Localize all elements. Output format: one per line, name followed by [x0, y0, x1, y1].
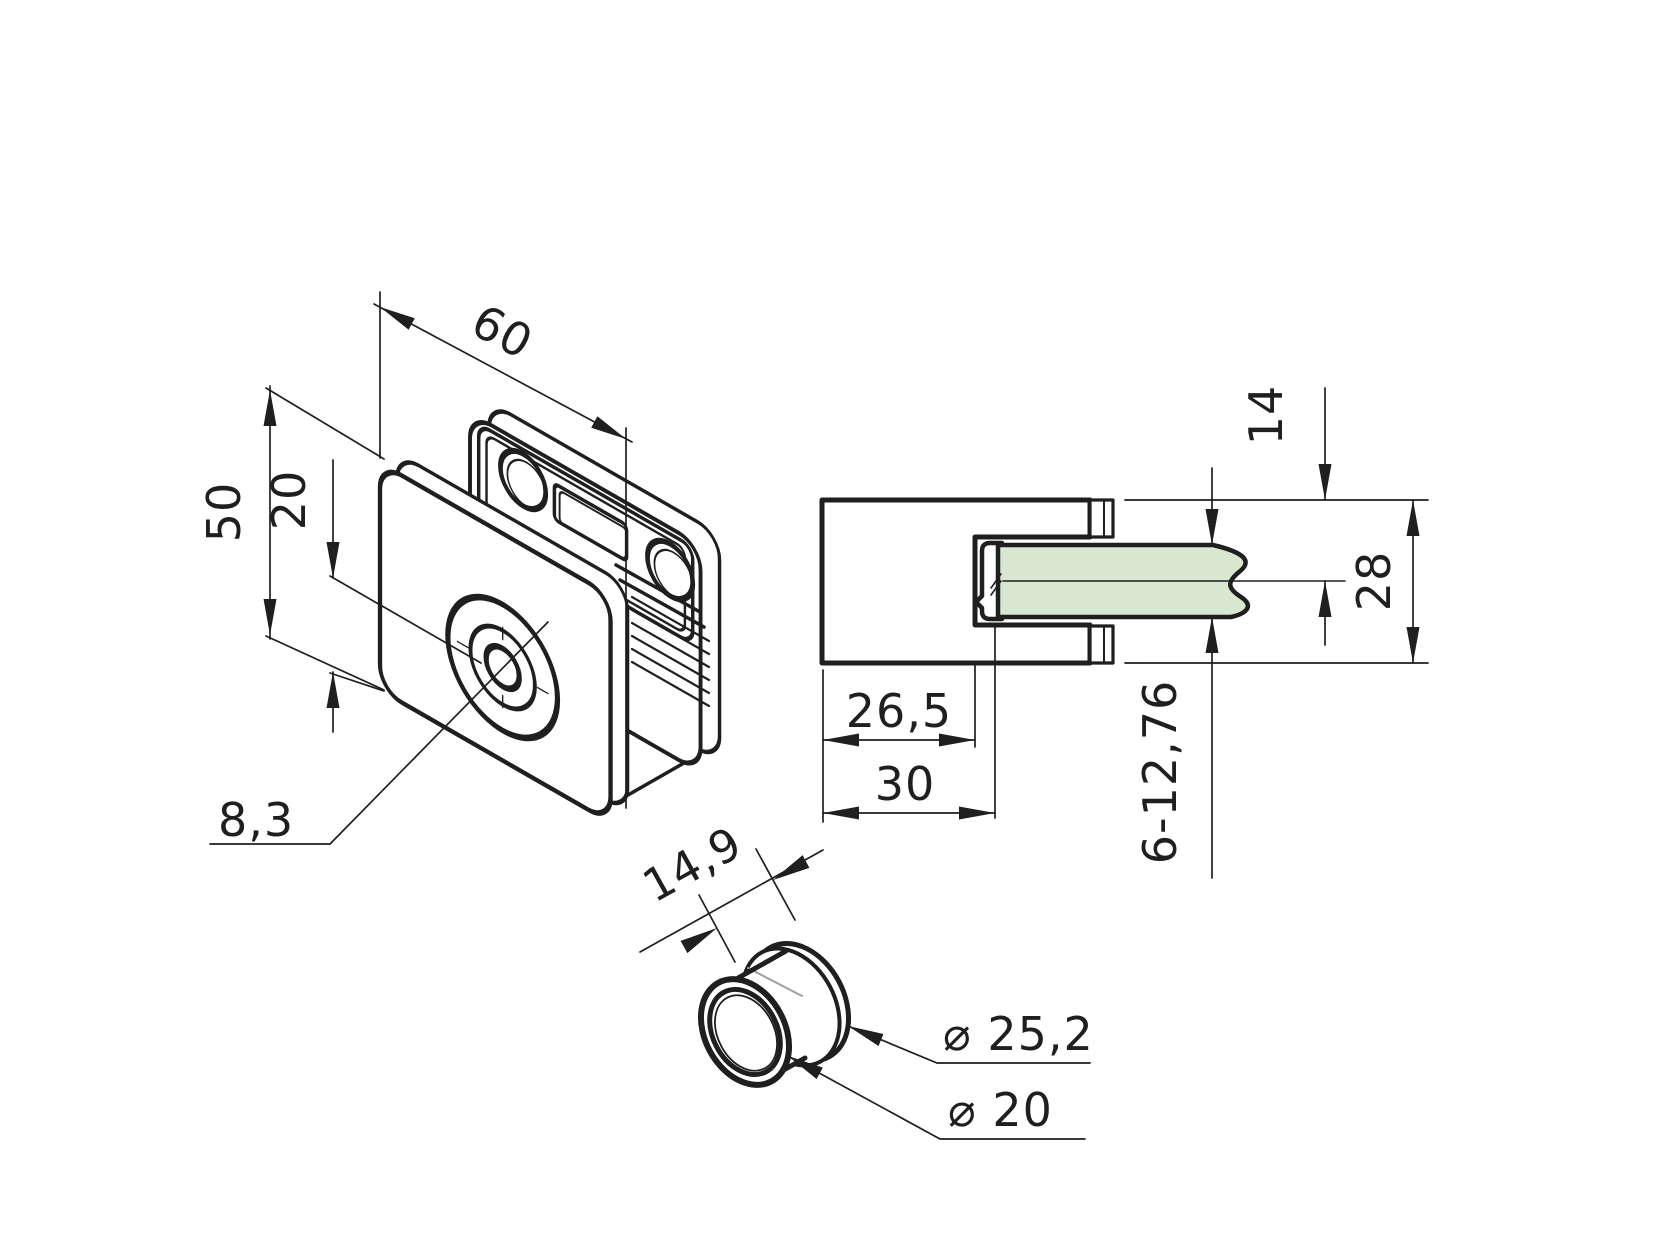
dim-body-height-label: 28	[1347, 551, 1401, 612]
dim-body-depth-label: 30	[875, 757, 936, 811]
dim-bushing-length-label: 14,9	[634, 816, 751, 913]
bushing-detail-view	[697, 940, 852, 1088]
dim-body-depth-30: 30	[822, 626, 996, 820]
dim-pocket-depth-26-5: 26,5	[822, 662, 976, 823]
glass-centerline	[990, 573, 1346, 596]
dim-height-50: 50	[197, 385, 385, 691]
dim-body-height-28: 28	[1124, 499, 1429, 664]
dim-bore-label: 8,3	[218, 793, 294, 847]
dim-glass-thickness-label: 6-12,76	[1133, 680, 1187, 865]
dim-bushing-bore-dia: ⌀ 20	[787, 1055, 1086, 1140]
gasket-pad-top	[1088, 498, 1115, 539]
dim-bushing-outer-dia-label: ⌀ 25,2	[943, 1007, 1094, 1061]
dimension-layer: 60 50 20 8,3	[197, 291, 1429, 1140]
gap-bottom-seam	[626, 761, 686, 797]
front-plate	[377, 460, 630, 816]
serrated-gap	[614, 563, 711, 797]
dim-height-label: 50	[197, 482, 251, 543]
glass-gasket-channel	[973, 540, 1005, 622]
dim-bore-8-3: 8,3	[209, 621, 549, 847]
bushing-bore	[707, 987, 783, 1077]
grip-ribs	[630, 595, 711, 708]
dim-hole-offset-20: 20	[262, 459, 482, 733]
isometric-clamp-view	[377, 409, 722, 816]
screw-bore	[483, 642, 522, 693]
dim-pocket-depth-label: 26,5	[846, 684, 952, 738]
dim-bushing-outer-dia: ⌀ 25,2	[847, 1007, 1094, 1064]
dim-hole-offset-label: 20	[262, 470, 316, 531]
dim-glass-center-14: 14	[1239, 385, 1332, 646]
dim-bushing-length: 14,9	[634, 816, 824, 963]
rear-boss	[476, 426, 696, 642]
center-marks	[456, 626, 549, 709]
gasket-pad-bottom	[1088, 624, 1115, 665]
side-section-view	[819, 497, 1346, 666]
dim-glass-thickness: 6-12,76	[1133, 467, 1219, 879]
front-counterbore	[445, 593, 561, 742]
dim-bushing-bore-dia-label: ⌀ 20	[948, 1083, 1053, 1137]
dim-glass-center-label: 14	[1239, 385, 1293, 446]
